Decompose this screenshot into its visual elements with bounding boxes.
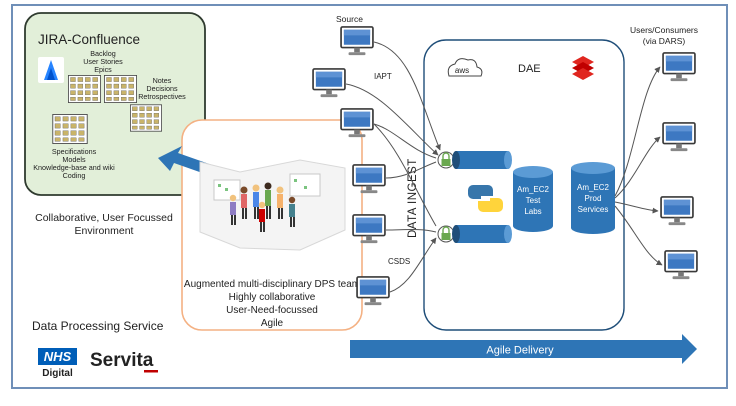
jira-title: JIRA-Confluence (38, 32, 140, 47)
prod-db-line1: Am_EC2 (577, 183, 610, 192)
lock-icon-top (437, 151, 455, 169)
users-label-line2: (via DARS) (643, 36, 686, 46)
jira-item-user-stories: User Stories (83, 57, 123, 66)
jira-item-notes: Notes (153, 76, 172, 85)
specs-board-icon (52, 114, 88, 144)
team-illustration (199, 159, 346, 251)
users-label-line1: Users/Consumers (630, 25, 698, 35)
team-line-4: Agile (261, 318, 284, 329)
team-line-3: User-Need-focussed (226, 305, 318, 316)
ingest-connectors (345, 41, 441, 293)
jira-item-models: Models (62, 155, 86, 164)
source-label: Source (336, 14, 363, 24)
agile-delivery-arrow (350, 334, 697, 364)
team-line-2: Highly collaborative (229, 292, 316, 303)
nhs-logo-text: NHS (44, 349, 72, 364)
digital-logo-text: Digital (42, 368, 73, 379)
aws-cloud-icon: aws (447, 58, 483, 77)
iapt-label: IAPT (374, 72, 392, 81)
prod-db-line3: Services (578, 205, 609, 214)
output-connectors (614, 66, 663, 266)
jira-logo-icon (38, 57, 64, 83)
jira-item-coding: Coding (63, 171, 86, 180)
agile-delivery-label: Agile Delivery (486, 345, 554, 357)
servita-logo-text: Servita (90, 350, 154, 371)
jira-item-specifications: Specifications (52, 147, 97, 156)
test-labs-database: Am_EC2 Test Labs (513, 166, 553, 232)
stories-board-icon (104, 75, 137, 103)
jira-item-knowledge-base: Knowledge-base and wiki (33, 163, 115, 172)
ingest-pipe-top (452, 151, 512, 169)
ingest-pipe-bottom (452, 225, 512, 243)
collab-label-line1: Collaborative, User Focussed (35, 212, 173, 224)
team-line-1: Augmented multi-disciplinary DPS team (184, 279, 360, 290)
python-logo-icon (468, 185, 503, 212)
collab-label-line2: Environment (75, 225, 134, 237)
nhs-digital-logo: NHS Digital (38, 348, 77, 379)
aws-label: aws (455, 66, 469, 75)
jira-confluence-panel: JIRA-Confluence Backlog User Stories Epi… (24, 12, 206, 196)
notes-board-icon (130, 104, 162, 132)
servita-logo: Servita (90, 350, 158, 373)
dae-title: DAE (518, 63, 541, 75)
test-db-line3: Labs (524, 207, 541, 216)
csds-label: CSDS (388, 257, 410, 266)
test-db-line2: Test (526, 196, 541, 205)
jira-item-backlog: Backlog (90, 49, 116, 58)
lock-icon-bottom (437, 225, 455, 243)
prod-db-line2: Prod (585, 194, 602, 203)
backlog-board-icon (68, 75, 101, 103)
jira-item-retrospectives: Retrospectives (138, 92, 186, 101)
test-db-line1: Am_EC2 (517, 185, 550, 194)
service-label: Data Processing Service (32, 319, 164, 333)
jira-item-decisions: Decisions (146, 84, 178, 93)
prod-services-database: Am_EC2 Prod Services (571, 162, 615, 234)
red-stack-icon (572, 56, 594, 80)
jira-item-epics: Epics (94, 65, 112, 74)
